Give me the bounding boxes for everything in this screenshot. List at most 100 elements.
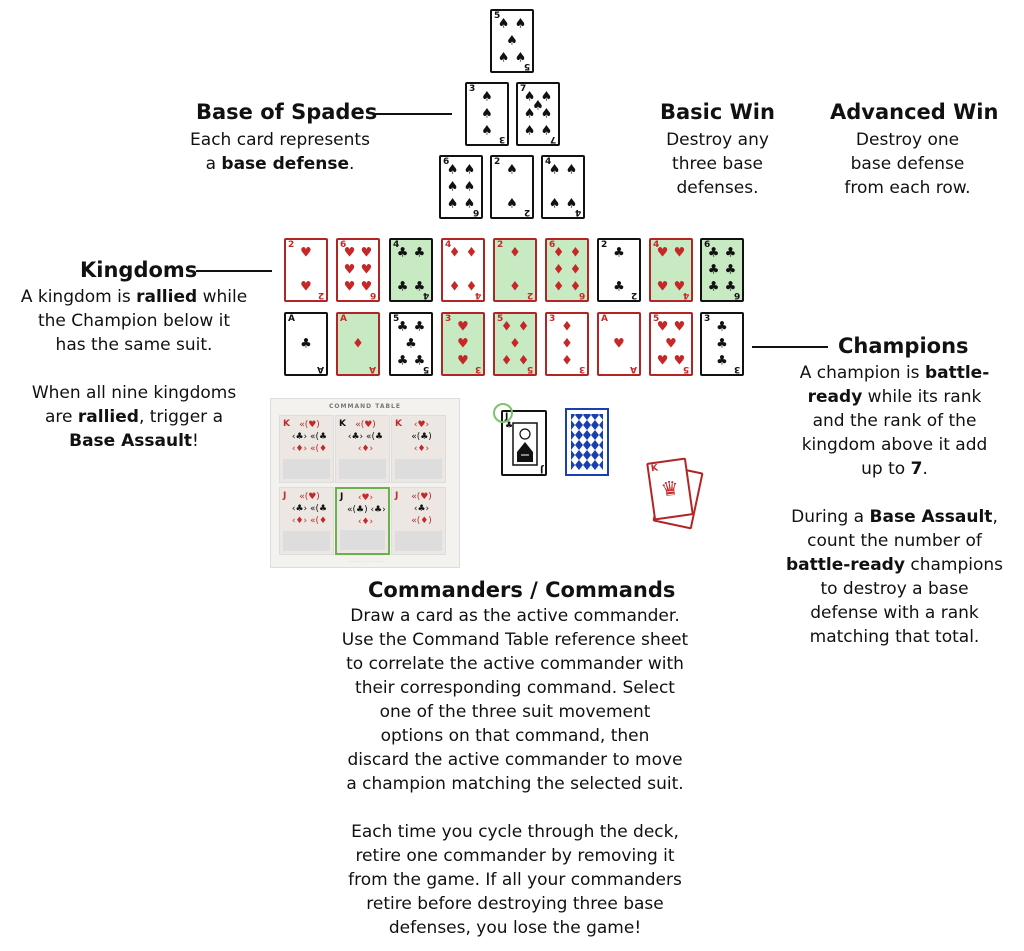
suit-pip-icon: ♣ bbox=[724, 279, 737, 295]
suit-pip-icon: ♣ bbox=[613, 279, 625, 295]
command-move-option: ‹♣› bbox=[413, 504, 430, 514]
suit-pip-icon: ♦ bbox=[352, 336, 364, 352]
suit-pip-icon: ♦ bbox=[517, 319, 530, 335]
command-cell-footer bbox=[339, 459, 386, 479]
command-move-option: ‹♣› «(♣ bbox=[291, 504, 328, 514]
suit-pip-icon: ♣ bbox=[396, 319, 409, 335]
suit-pip-icon: ♥ bbox=[656, 245, 669, 261]
suit-pip-icon: ♥ bbox=[343, 245, 356, 261]
suit-pip-icon: ♣ bbox=[716, 319, 728, 335]
suit-pip-icon: ♦ bbox=[552, 245, 565, 261]
commanders-desc-line: one of the three suit movement bbox=[379, 702, 651, 722]
suit-pip-icon: ♠ bbox=[540, 89, 553, 105]
suit-pip-icon: ♥ bbox=[343, 279, 356, 295]
suit-pip-icon: ♠ bbox=[481, 106, 493, 122]
card-rank: A bbox=[340, 314, 347, 324]
command-cell-footer bbox=[283, 459, 330, 479]
suit-pip-icon: ♠ bbox=[565, 162, 578, 178]
basic-win-description: Destroy any three base defenses. bbox=[666, 130, 769, 198]
suit-pip-icon: ♠ bbox=[481, 123, 493, 139]
suit-pip-icon: ♥ bbox=[673, 279, 686, 295]
card-rank: 4 bbox=[545, 157, 552, 167]
suit-pip-icon: ♠ bbox=[446, 162, 459, 178]
card-rank: 6 bbox=[704, 240, 711, 250]
commanders-desc-line: Use the Command Table reference sheet bbox=[341, 630, 689, 650]
command-move-option: ‹♥› bbox=[357, 493, 374, 503]
commanders-desc-line: retire before destroying three base bbox=[366, 894, 664, 914]
draw-deck[interactable] bbox=[565, 408, 609, 476]
basic-win-title: Basic Win bbox=[660, 100, 775, 124]
suit-pip-icon: ♠ bbox=[463, 196, 476, 212]
commanders-desc-line bbox=[300, 796, 730, 820]
suit-pip-icon: ♥ bbox=[673, 319, 686, 335]
suit-pip-icon: ♠ bbox=[514, 50, 527, 66]
command-move-option: ‹♦› «(♦ bbox=[291, 444, 328, 454]
discarded-commander-card: K♛ bbox=[646, 457, 694, 521]
command-cell: K«(♥)‹♣› «(♣‹♦› «(♦ bbox=[279, 415, 334, 483]
command-move-option: ‹♦› bbox=[357, 517, 374, 527]
suit-pip-icon: ♠ bbox=[506, 162, 518, 178]
card-rank: 2 bbox=[497, 240, 504, 250]
command-cell-footer bbox=[395, 459, 442, 479]
suit-pip-icon: ♥ bbox=[457, 353, 469, 369]
advanced-win-title: Advanced Win bbox=[830, 100, 999, 124]
command-table-footer: · · · · · · · · · · · · · · bbox=[347, 559, 383, 564]
suit-pip-icon: ♣ bbox=[396, 245, 409, 261]
commanders-desc-line: Each time you cycle through the deck, bbox=[351, 822, 679, 842]
suit-pip-icon: ♣ bbox=[707, 262, 720, 278]
suit-pip-icon: ♠ bbox=[506, 196, 518, 212]
card-rank: 7 bbox=[520, 84, 527, 94]
suit-pip-icon: ♦ bbox=[561, 336, 573, 352]
suit-pip-icon: ♠ bbox=[446, 179, 459, 195]
suit-pip-icon: ♠ bbox=[446, 196, 459, 212]
suit-pip-icon: ♠ bbox=[497, 50, 510, 66]
command-table-sheet: COMMAND TABLE K«(♥)‹♣› «(♣‹♦› «(♦K«(♥)‹♣… bbox=[270, 398, 460, 568]
suit-pip-icon: ♥ bbox=[300, 279, 312, 295]
suit-pip-icon: ♠ bbox=[463, 162, 476, 178]
base-desc-line-2: a base defense. bbox=[205, 154, 355, 174]
suit-pip-icon: ♣ bbox=[396, 279, 409, 295]
suit-pip-icon: ♥ bbox=[457, 336, 469, 352]
suit-pip-icon: ♣ bbox=[724, 245, 737, 261]
suit-pip-icon: ♦ bbox=[552, 279, 565, 295]
command-cell: J«(♥)‹♣› «(♣‹♦› «(♦ bbox=[279, 487, 334, 555]
card-rank: 4 bbox=[393, 240, 400, 250]
suit-pip-icon: ♦ bbox=[561, 319, 573, 335]
base-pointer-line bbox=[375, 113, 452, 115]
kingdoms-title: Kingdoms bbox=[80, 258, 198, 282]
suit-pip-icon: ♥ bbox=[656, 279, 669, 295]
suit-pip-icon: ♠ bbox=[523, 89, 536, 105]
commanders-description: Draw a card as the active commander.Use … bbox=[300, 604, 730, 940]
suit-pip-icon: ♦ bbox=[509, 336, 521, 352]
command-move-option: «(♣) ‹♣› bbox=[347, 505, 386, 515]
card-rank: 2 bbox=[288, 240, 295, 250]
suit-pip-icon: ♠ bbox=[463, 179, 476, 195]
card-rank: 3 bbox=[445, 314, 452, 324]
suit-pip-icon: ♥ bbox=[343, 262, 356, 278]
commanders-desc-line: defenses, you lose the game! bbox=[388, 918, 642, 938]
